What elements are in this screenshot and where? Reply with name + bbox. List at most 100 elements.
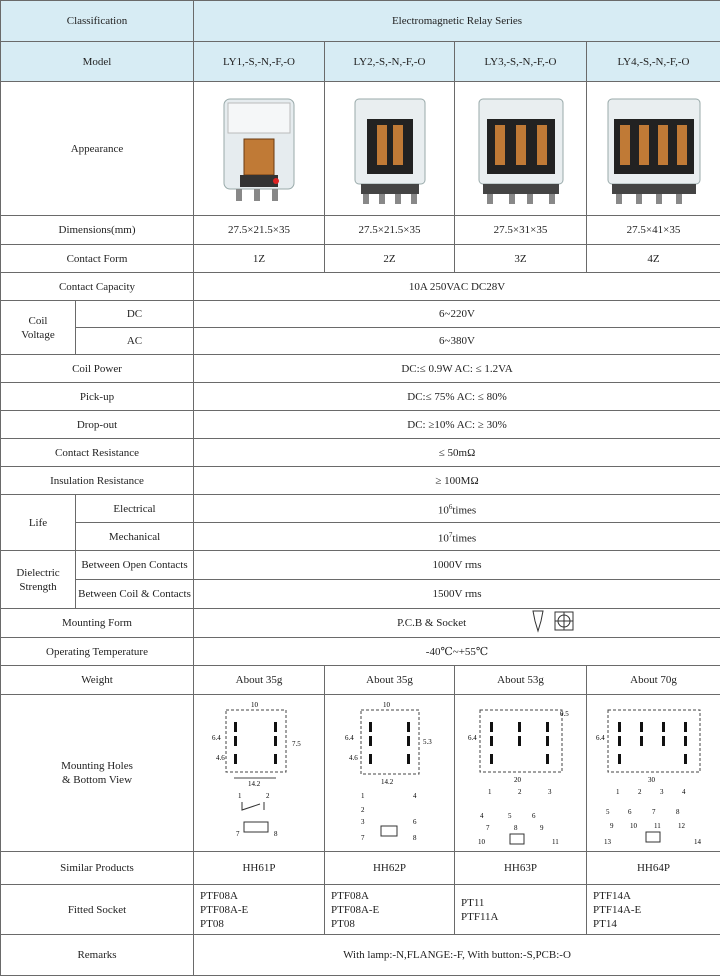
contact-capacity-value: 10A 250VAC DC28V — [194, 273, 720, 301]
operating-temperature-label: Operating Temperature — [1, 638, 194, 666]
coil-voltage-dc-label: DC — [76, 301, 194, 328]
relay-photo-ly1 — [194, 82, 325, 216]
svg-text:6.4: 6.4 — [468, 734, 477, 742]
appearance-label: Appearance — [1, 82, 194, 216]
model-ly3: LY3,-S,-N,-F,-O — [455, 42, 587, 82]
bottom-view-ly3-diagram: 0.5 6.4 20 1 2 3 4 5 6 7 8 9 10 11 — [466, 698, 576, 848]
model-label: Model — [1, 42, 194, 82]
svg-text:10: 10 — [251, 701, 259, 709]
svg-text:7.5: 7.5 — [292, 740, 301, 748]
operating-temperature-value: -40℃~+55℃ — [194, 638, 720, 666]
pick-up-label: Pick-up — [1, 383, 194, 411]
svg-text:9: 9 — [610, 822, 614, 830]
similar-products-ly1: HH61P — [194, 852, 325, 885]
insulation-resistance-value: ≥ 100MΩ — [194, 467, 720, 495]
svg-text:3: 3 — [548, 788, 552, 796]
svg-text:11: 11 — [654, 822, 661, 830]
svg-text:14: 14 — [694, 838, 702, 846]
svg-text:12: 12 — [678, 822, 686, 830]
svg-text:3: 3 — [660, 788, 664, 796]
drop-out-label: Drop-out — [1, 411, 194, 439]
svg-text:4.6: 4.6 — [216, 754, 225, 762]
coil-power-value: DC:≤ 0.9W AC: ≤ 1.2VA — [194, 355, 720, 383]
svg-text:7: 7 — [361, 834, 365, 842]
weight-ly1: About 35g — [194, 666, 325, 695]
similar-products-ly3: HH63P — [455, 852, 587, 885]
svg-text:1: 1 — [488, 788, 492, 796]
svg-text:8: 8 — [413, 834, 417, 842]
series-title: Electromagnetic Relay Series — [194, 1, 720, 42]
svg-text:6: 6 — [628, 808, 632, 816]
life-label: Life — [1, 495, 76, 551]
svg-text:2: 2 — [361, 806, 365, 814]
svg-text:7: 7 — [486, 824, 490, 832]
weight-ly2: About 35g — [325, 666, 455, 695]
coil-power-label: Coil Power — [1, 355, 194, 383]
drop-out-value: DC: ≥10% AC: ≥ 30% — [194, 411, 720, 439]
contact-resistance-value: ≤ 50mΩ — [194, 439, 720, 467]
svg-text:11: 11 — [552, 838, 559, 846]
similar-products-ly2: HH62P — [325, 852, 455, 885]
insulation-resistance-label: Insulation Resistance — [1, 467, 194, 495]
relay-ly3-image — [471, 89, 571, 209]
mounting-diagram-ly4: 6.4 30 1 2 3 4 5 6 7 8 9 10 11 12 13 14 — [587, 695, 720, 852]
relay-photo-ly2 — [325, 82, 455, 216]
contact-form-label: Contact Form — [1, 245, 194, 273]
dimensions-ly2: 27.5×21.5×35 — [325, 216, 455, 245]
mounting-form-label: Mounting Form — [1, 609, 194, 638]
svg-text:14.2: 14.2 — [248, 780, 261, 788]
svg-text:30: 30 — [648, 776, 656, 784]
fitted-socket-label: Fitted Socket — [1, 885, 194, 935]
remarks-label: Remarks — [1, 935, 194, 976]
svg-text:14.2: 14.2 — [381, 778, 394, 786]
dielectric-open-label: Between Open Contacts — [76, 551, 194, 580]
contact-form-ly4: 4Z — [587, 245, 720, 273]
dielectric-open-value: 1000V rms — [194, 551, 720, 580]
life-electrical-label: Electrical — [76, 495, 194, 523]
svg-text:4: 4 — [682, 788, 686, 796]
classification-label: Classification — [1, 1, 194, 42]
svg-text:8: 8 — [274, 830, 278, 838]
similar-products-ly4: HH64P — [587, 852, 720, 885]
svg-text:0.5: 0.5 — [560, 710, 569, 718]
svg-text:10: 10 — [478, 838, 486, 846]
svg-text:8: 8 — [514, 824, 518, 832]
svg-text:1: 1 — [616, 788, 620, 796]
svg-text:2: 2 — [638, 788, 642, 796]
weight-label: Weight — [1, 666, 194, 695]
svg-text:5: 5 — [508, 812, 512, 820]
contact-form-ly3: 3Z — [455, 245, 587, 273]
bottom-view-ly4-diagram: 6.4 30 1 2 3 4 5 6 7 8 9 10 11 12 13 14 — [594, 698, 714, 848]
svg-text:6.4: 6.4 — [212, 734, 221, 742]
relay-ly1-image — [214, 89, 304, 209]
coil-voltage-ac-label: AC — [76, 328, 194, 355]
svg-text:8: 8 — [676, 808, 680, 816]
life-electrical-value: 106times — [194, 495, 720, 523]
remarks-value: With lamp:-N,FLANGE:-F, With button:-S,P… — [194, 935, 720, 976]
model-ly2: LY2,-S,-N,-F,-O — [325, 42, 455, 82]
svg-text:10: 10 — [383, 701, 391, 709]
life-mechanical-value: 107times — [194, 523, 720, 551]
relay-photo-ly3 — [455, 82, 587, 216]
svg-text:5.3: 5.3 — [423, 738, 432, 746]
bottom-view-ly1-diagram: 10 6.4 4.6 7.5 14.2 1 2 7 8 — [204, 698, 314, 848]
contact-form-ly1: 1Z — [194, 245, 325, 273]
mounting-diagram-ly3: 0.5 6.4 20 1 2 3 4 5 6 7 8 9 10 11 — [455, 695, 587, 852]
weight-ly3: About 53g — [455, 666, 587, 695]
svg-text:3: 3 — [361, 818, 365, 826]
contact-capacity-label: Contact Capacity — [1, 273, 194, 301]
coil-voltage-ac-value: 6~380V — [194, 328, 720, 355]
svg-text:2: 2 — [518, 788, 522, 796]
svg-text:6: 6 — [413, 818, 417, 826]
similar-products-label: Similar Products — [1, 852, 194, 885]
weight-ly4: About 70g — [587, 666, 720, 695]
svg-text:2: 2 — [266, 792, 270, 800]
dielectric-coil-value: 1500V rms — [194, 580, 720, 609]
dimensions-ly4: 27.5×41×35 — [587, 216, 720, 245]
relay-photo-ly4 — [587, 82, 720, 216]
mounting-symbols — [529, 609, 577, 637]
